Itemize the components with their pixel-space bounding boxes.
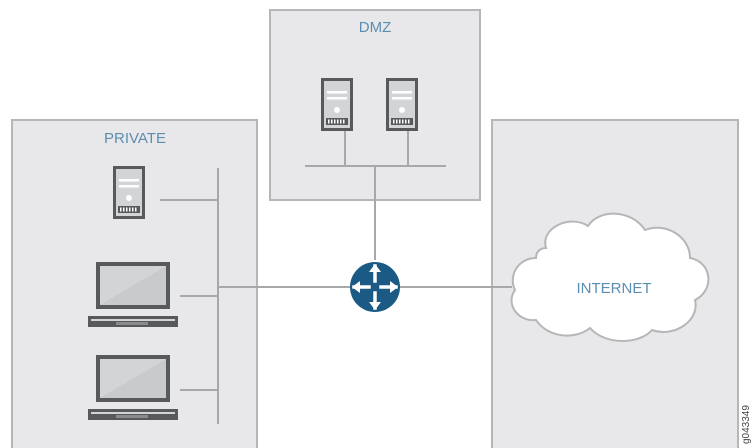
laptop-icon [88, 355, 178, 420]
private-server-icon [113, 166, 145, 219]
dmz-label: DMZ [359, 19, 392, 36]
connection-lines [160, 130, 512, 424]
internet-label: INTERNET [577, 280, 652, 297]
dmz-server-icon [321, 78, 353, 131]
laptop-icon [88, 262, 178, 327]
router-icon [350, 262, 400, 312]
cloud-icon [510, 212, 710, 342]
private-label: PRIVATE [104, 130, 166, 147]
figure-code: g043349 [741, 405, 752, 444]
dmz-server-icon [386, 78, 418, 131]
